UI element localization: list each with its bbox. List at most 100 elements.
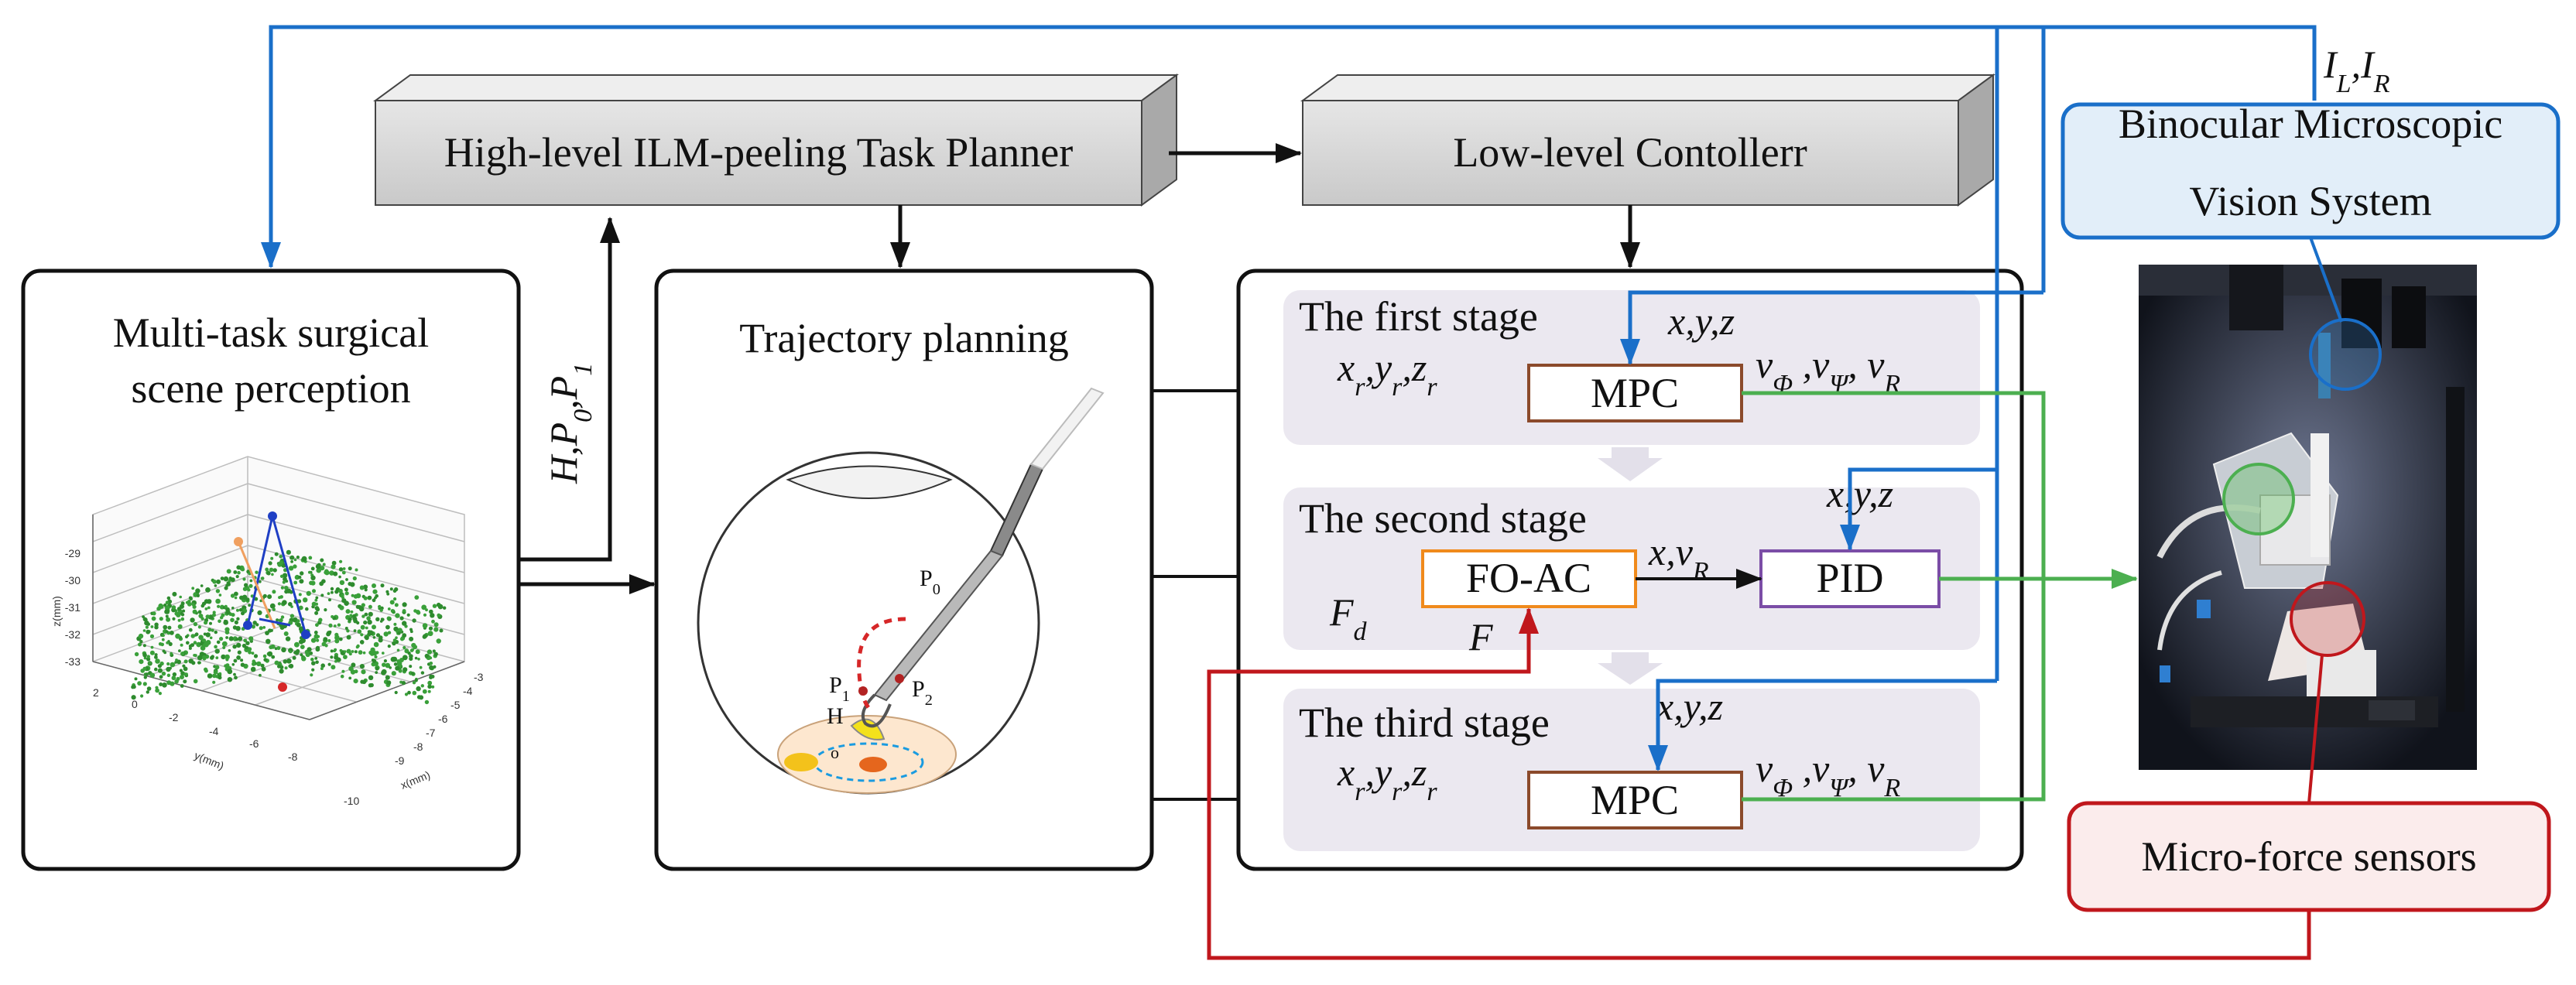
cloud-point <box>385 675 390 680</box>
cloud-point <box>146 686 152 691</box>
cloud-point <box>268 561 272 566</box>
cloud-point <box>176 612 181 617</box>
force-sensor-label: Micro-force sensors <box>2141 833 2476 880</box>
cloud-point <box>381 669 387 675</box>
cloud-point <box>172 591 177 597</box>
cloud-point <box>234 591 238 597</box>
cloud-point <box>309 580 313 586</box>
cloud-point <box>131 685 135 689</box>
cloud-point <box>244 583 248 587</box>
cloud-point <box>245 641 250 645</box>
cloud-point <box>165 600 170 604</box>
cloud-point <box>344 587 348 592</box>
stage2-title: The second stage <box>1299 495 1587 542</box>
cloud-point <box>161 638 165 641</box>
cloud-point <box>233 672 236 676</box>
cloud-point <box>293 564 297 569</box>
cloud-point <box>279 669 284 674</box>
cloud-point <box>367 619 372 625</box>
surgical-tool <box>862 387 1105 728</box>
z-axis-label: z(mm) <box>50 596 63 627</box>
cloud-point <box>320 663 326 668</box>
cloud-point <box>412 618 416 623</box>
cloud-point <box>402 609 406 613</box>
cloud-point <box>257 610 262 616</box>
cloud-point <box>320 667 324 670</box>
cloud-point <box>197 655 203 661</box>
cloud-point <box>299 579 304 584</box>
cloud-point <box>279 555 283 559</box>
cloud-point <box>217 604 221 608</box>
cloud-point <box>207 673 213 679</box>
cloud-point <box>334 590 339 594</box>
cloud-point <box>143 656 147 660</box>
cloud-point <box>180 643 183 647</box>
cloud-point <box>224 619 227 623</box>
plot-ticks: -29 -30 -31 -32 -33 z(mm) 2 0 -2 -4 -6 -… <box>50 547 484 807</box>
cloud-point <box>150 625 154 628</box>
cloud-point <box>372 658 377 663</box>
cloud-point <box>142 617 147 621</box>
cloud-point <box>216 579 221 584</box>
low-level-controller-label: Low-level Contollerr <box>1453 129 1807 176</box>
cloud-point <box>338 637 343 641</box>
cloud-point <box>324 608 327 612</box>
cloud-point <box>283 576 287 582</box>
cloud-point <box>182 664 186 668</box>
trajectory-path <box>857 617 906 712</box>
cloud-point <box>238 636 243 641</box>
cloud-point <box>439 628 444 633</box>
cloud-point <box>334 638 340 644</box>
cloud-point <box>337 623 341 627</box>
cloud-point <box>365 635 369 641</box>
cloud-point <box>392 641 396 645</box>
cloud-point <box>197 661 201 665</box>
cloud-point <box>225 636 228 639</box>
stage1-xyz: x,y,z <box>1667 299 1735 343</box>
cloud-point <box>323 637 328 641</box>
cloud-point <box>234 620 238 625</box>
vision-to-camera-line <box>2309 237 2343 323</box>
cloud-point <box>277 664 281 669</box>
cloud-point <box>265 638 271 645</box>
cloud-point <box>252 621 257 625</box>
cloud-point <box>414 656 418 660</box>
cloud-point <box>375 666 379 671</box>
cloud-point <box>292 617 298 623</box>
point-cloud <box>131 549 447 705</box>
cloud-point <box>350 582 355 587</box>
cloud-point <box>276 618 279 622</box>
cloud-point <box>283 659 288 664</box>
cloud-point <box>251 652 255 655</box>
cloud-point <box>256 661 262 667</box>
cloud-point <box>421 604 427 610</box>
x-tick-3: -6 <box>438 713 448 725</box>
cloud-point <box>315 563 321 569</box>
cloud-point <box>381 617 385 621</box>
cloud-point <box>431 619 435 624</box>
cloud-point <box>212 613 216 617</box>
cloud-point <box>296 556 300 559</box>
stage3-inputs: xr,yr,zr <box>1337 751 1437 806</box>
cloud-point <box>138 642 142 647</box>
cloud-point <box>170 652 173 655</box>
cloud-point <box>409 628 413 631</box>
cloud-point <box>352 614 357 618</box>
cloud-point <box>288 566 294 571</box>
cloud-point <box>272 607 276 611</box>
stage1-mpc-label: MPC <box>1591 370 1679 416</box>
stage2-fd: Fd <box>1329 590 1368 646</box>
cloud-point <box>372 651 378 656</box>
cloud-point <box>228 636 234 641</box>
cloud-point <box>205 587 211 593</box>
cloud-point <box>374 596 377 600</box>
cloud-point <box>414 679 418 682</box>
cloud-point <box>171 675 176 681</box>
cloud-point <box>279 618 283 623</box>
cloud-point <box>223 576 229 582</box>
cloud-point <box>414 595 420 600</box>
cloud-point <box>416 686 421 692</box>
cloud-point <box>226 569 231 574</box>
z-tick-3: -32 <box>65 628 80 641</box>
cloud-point <box>166 641 170 645</box>
